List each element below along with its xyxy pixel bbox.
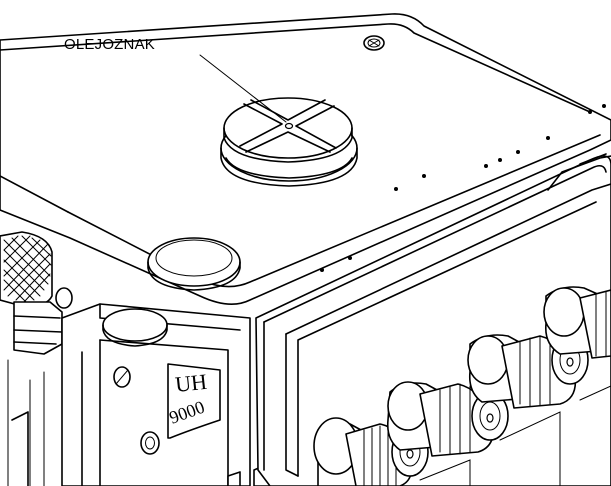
front-knob-4	[543, 286, 611, 359]
oil-indicator-callout-label: OLEJOZNAK	[64, 36, 155, 53]
front-knob-1	[313, 417, 429, 486]
front-knob-3	[467, 334, 589, 409]
nameplate	[167, 363, 221, 439]
knurled-knob-left	[0, 231, 73, 355]
screw-head	[363, 35, 385, 51]
panel-detail-lines	[419, 385, 611, 486]
nameplate-logo: UH	[174, 369, 208, 397]
rubber-plug	[147, 237, 241, 291]
oil-indicator-cap	[220, 97, 358, 187]
callout-leader-line	[199, 54, 287, 123]
front-knob-2	[386, 381, 509, 457]
front-left-block	[7, 303, 271, 486]
